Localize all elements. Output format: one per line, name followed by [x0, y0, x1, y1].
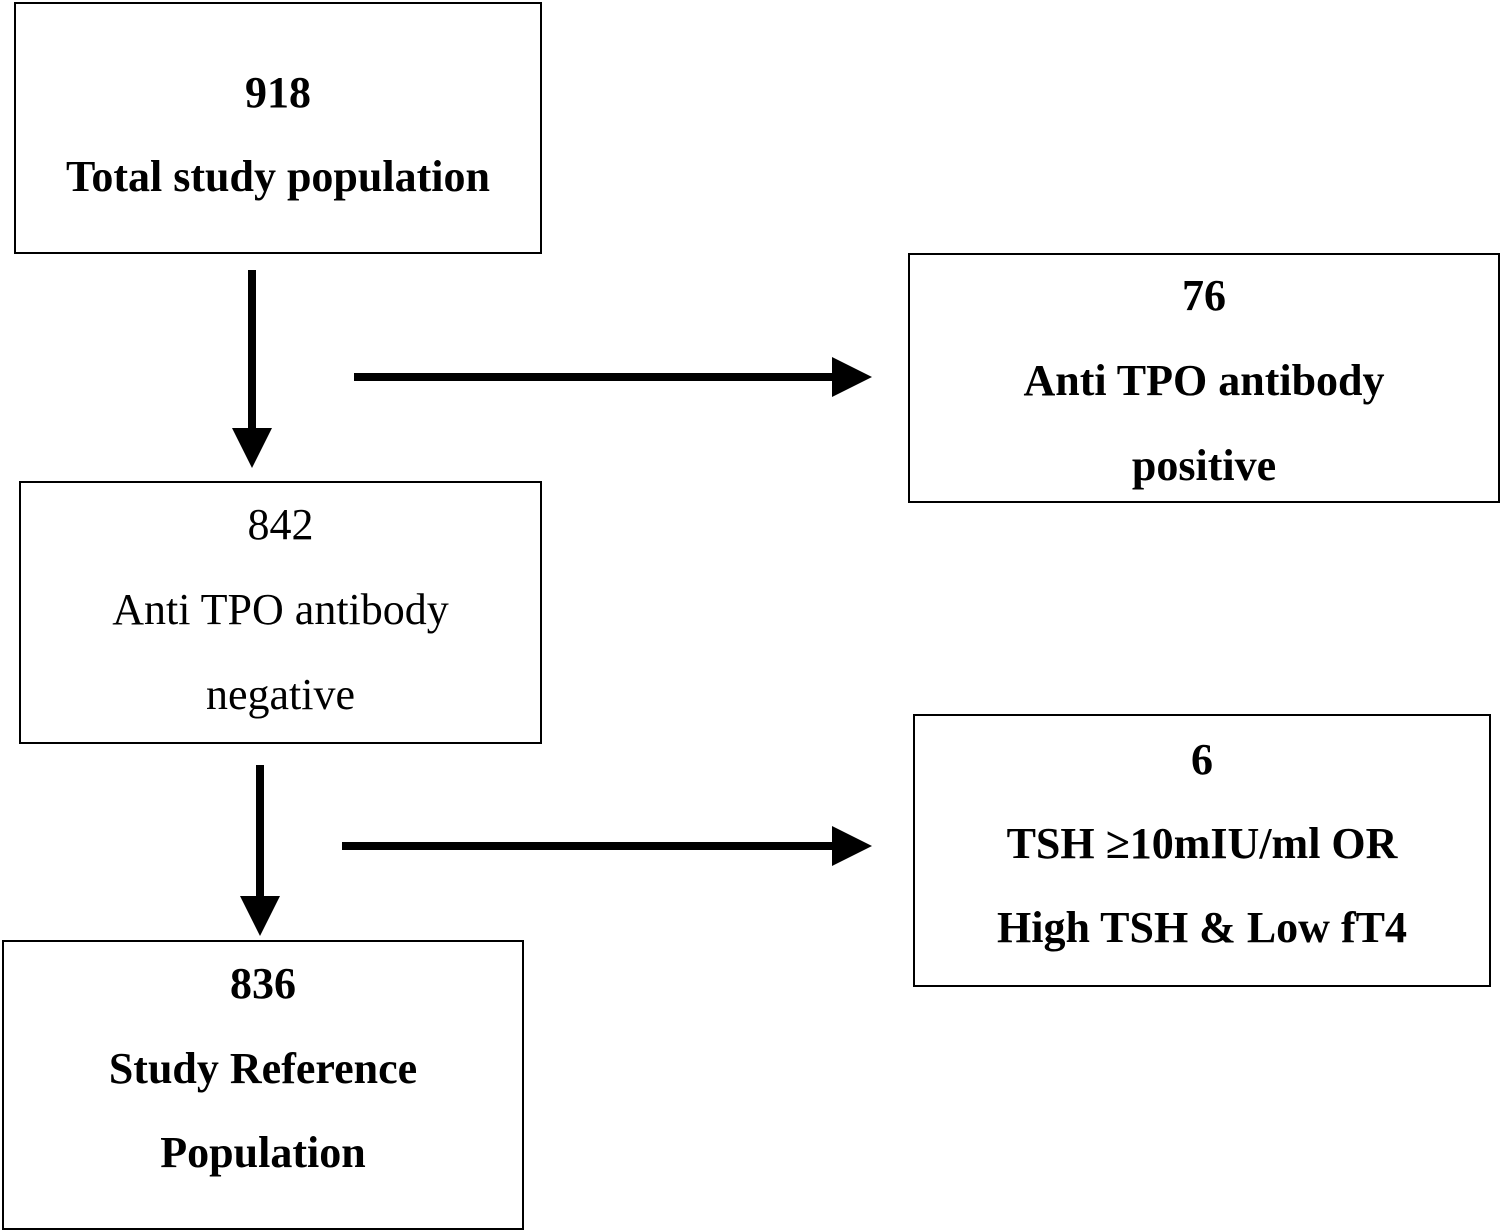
reference-label-line2: Population — [160, 1128, 366, 1177]
total-label: Total study population — [66, 152, 490, 201]
reference-population-box: 836 Study Reference Population — [2, 940, 524, 1230]
total-population-box: 918 Total study population — [14, 2, 542, 254]
total-count: 918 — [245, 68, 311, 117]
reference-count: 836 — [230, 959, 296, 1008]
tpo-positive-box: 76 Anti TPO antibody positive — [908, 253, 1500, 503]
positive-label-line1: Anti TPO antibody — [1023, 356, 1385, 405]
reference-label-line1: Study Reference — [108, 1044, 418, 1093]
excluded-tsh-label-line1: TSH ≥10mIU/ml OR — [1006, 819, 1398, 868]
excluded-tsh-label-line2: High TSH & Low fT4 — [997, 903, 1407, 952]
positive-count: 76 — [1182, 271, 1226, 320]
positive-label-line2: positive — [1131, 441, 1277, 490]
excluded-tsh-box: 6 TSH ≥10mIU/ml OR High TSH & Low fT4 — [913, 714, 1491, 987]
negative-label-line2: negative — [205, 670, 356, 719]
negative-label-line1: Anti TPO antibody — [112, 585, 449, 634]
negative-count: 842 — [247, 500, 314, 549]
excluded-tsh-count: 6 — [1191, 735, 1213, 784]
tpo-negative-box: 842 Anti TPO antibody negative — [19, 481, 542, 744]
